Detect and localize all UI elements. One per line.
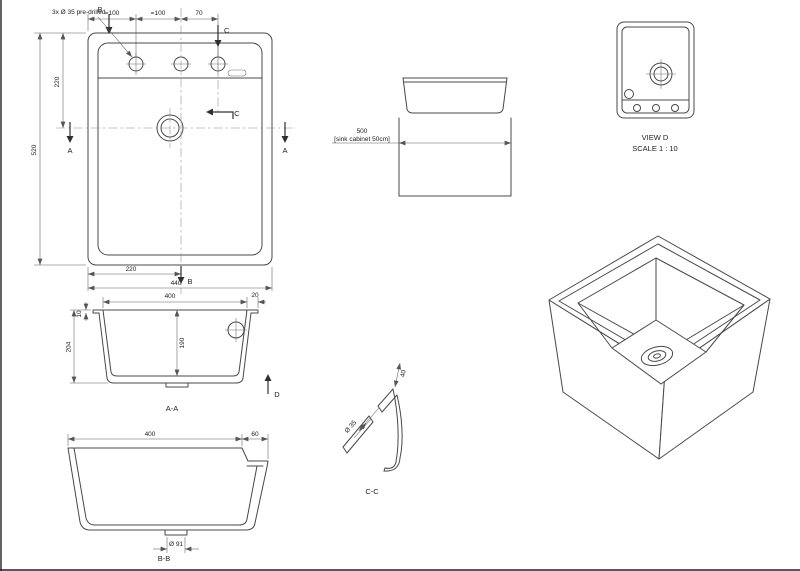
plan-centerlines xyxy=(56,8,296,294)
bb-drain-boss xyxy=(164,529,188,536)
front-view: 500 [sink cabinet 50cm] xyxy=(332,77,512,197)
aa-dim-400: 400 xyxy=(165,293,176,300)
bb-dim-400: 400 xyxy=(145,431,156,438)
section-cc: 40 Ø 35 C-C xyxy=(342,362,408,496)
section-bb: 400 60 Ø 91 B-B xyxy=(67,431,269,563)
aa-dim-20: 20 xyxy=(251,292,259,299)
aa-view-d-marker: D xyxy=(264,374,280,399)
bb-dim-drain: Ø 91 xyxy=(169,541,183,548)
section-marker-c-top: C xyxy=(224,26,230,35)
overflow-slot xyxy=(227,69,247,77)
section-marker-a-right: A xyxy=(282,146,287,155)
plan-faucet-holes xyxy=(126,53,228,75)
plan-dimensions: =100 =100 70 520 220 220 440 xyxy=(31,10,273,291)
view-d-inner xyxy=(621,26,690,114)
aa-dim-10: 10 xyxy=(76,310,83,318)
aa-profile xyxy=(92,309,259,388)
aa-label: A-A xyxy=(166,404,179,413)
view-d-title: VIEW D xyxy=(642,133,669,142)
section-marker-b-top: B xyxy=(97,5,102,14)
cabinet-note-label: [sink cabinet 50cm] xyxy=(334,136,390,143)
cc-dim-hole: Ø 35 xyxy=(344,419,359,435)
plan-view: =100 =100 70 520 220 220 440 B xyxy=(31,5,296,294)
dim-label-70: 70 xyxy=(195,10,203,17)
bb-profile xyxy=(67,447,269,536)
cc-label: C-C xyxy=(365,487,379,496)
view-d-scale: SCALE 1 : 10 xyxy=(632,144,677,153)
aa-drain-boss xyxy=(165,382,189,388)
view-d-drain xyxy=(646,59,676,89)
dim-label-520: 520 xyxy=(31,144,38,155)
front-dimension: 500 [sink cabinet 50cm] xyxy=(332,128,511,146)
view-d-faucet-holes xyxy=(633,104,679,112)
view-d-small-hole xyxy=(624,89,634,99)
view-d-outer xyxy=(616,21,695,119)
bb-dimensions: 400 60 Ø 91 xyxy=(67,431,269,553)
plan-predrilled-note: 3x Ø 35 pre-drilled xyxy=(52,9,133,58)
view-d: VIEW D SCALE 1 : 10 xyxy=(616,21,695,153)
isometric-view xyxy=(548,235,771,460)
iso-bowl-bottom xyxy=(611,319,707,385)
aa-dim-204: 204 xyxy=(66,341,73,352)
dim-label-100a: =100 xyxy=(105,10,120,17)
bb-label: B-B xyxy=(158,554,171,563)
plan-outline xyxy=(87,32,273,266)
cc-profile xyxy=(342,388,403,472)
plan-section-markers: B C C A A B xyxy=(66,5,289,286)
dim-label-220-top: 220 xyxy=(54,76,61,87)
iso-drain xyxy=(640,345,674,367)
front-sink-profile xyxy=(402,77,508,114)
aa-dimensions: 400 20 204 10 190 xyxy=(66,292,266,384)
bb-dim-60: 60 xyxy=(251,431,259,438)
dim-label-100b: =100 xyxy=(151,10,166,17)
section-marker-a-left: A xyxy=(67,146,72,155)
dim-label-440: 440 xyxy=(171,280,182,287)
section-aa: 400 20 204 10 190 D A-A xyxy=(66,292,281,413)
view-d-arrow-label: D xyxy=(274,390,280,399)
cc-dim-40: 40 xyxy=(399,369,407,378)
dim-label-500: 500 xyxy=(357,128,368,135)
aa-dim-190: 190 xyxy=(179,337,186,348)
section-marker-b-bottom: B xyxy=(187,277,192,286)
predrilled-note-label: 3x Ø 35 pre-drilled xyxy=(52,9,106,16)
section-marker-c-mid: C xyxy=(234,109,240,118)
dim-label-220-bottom: 220 xyxy=(126,266,137,273)
cabinet-outline xyxy=(398,117,512,197)
